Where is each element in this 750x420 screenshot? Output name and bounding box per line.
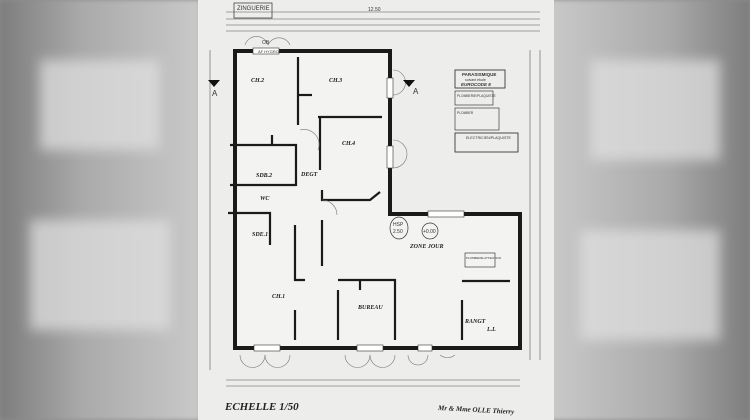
zinguerie-label: ZINGUERIE	[237, 6, 270, 12]
plomberie-label: PLOMBERIE/PLAQUISTE	[457, 94, 496, 98]
eurocode-label: EUROCODE 8	[461, 82, 491, 87]
room-degt: DEGT	[300, 172, 318, 178]
room-ch2: CH.2	[251, 78, 264, 84]
blurred-shape	[580, 230, 720, 340]
client-name: Mr & Mme OLLE Thierry	[437, 404, 515, 416]
parasismique-box	[454, 69, 506, 89]
scale-label: ECHELLE 1/50	[224, 401, 299, 413]
room-labels: CH.2 CH.3 CH.4 SDB.2 WC SDE.1 DEGT ZONE …	[251, 78, 496, 333]
exterior-walls	[233, 49, 522, 350]
electricien-label: ELECTRICIEN/PLAQUISTE	[466, 136, 512, 140]
room-sde1: SDE.1	[252, 232, 268, 238]
room-zone-jour: ZONE JOUR	[409, 244, 444, 250]
interior-walls	[228, 57, 510, 340]
room-ll: L.L	[486, 327, 496, 333]
plomber-label: PLOMBER	[457, 111, 474, 115]
hsp-value: 2.50	[393, 229, 403, 235]
room-rangt: RANGT	[464, 319, 486, 325]
room-ch3: CH.3	[329, 78, 342, 84]
level-value: +0.00	[423, 229, 436, 235]
plomber-box	[454, 107, 500, 131]
blurred-shape	[30, 220, 170, 330]
section-arrow-icon	[208, 80, 220, 87]
parasismique-label: PARASISMIQUE	[462, 72, 496, 77]
hsp-marker	[389, 216, 409, 240]
windows	[252, 47, 465, 352]
room-ch4: CH.4	[342, 141, 355, 147]
section-arrow-icon	[403, 80, 415, 87]
suivant-etude: suivant étude	[465, 78, 486, 82]
room-bureau: BUREAU	[357, 305, 383, 311]
blurred-shape	[590, 60, 720, 160]
room-ch1: CH.1	[272, 294, 285, 300]
room-sdb2: SDB.2	[256, 173, 272, 179]
zinguerie-box	[233, 2, 273, 19]
hygro-label: AF HYGRO	[258, 49, 279, 54]
blurred-shape	[40, 60, 160, 150]
hsp-label: HSP	[393, 222, 404, 228]
level-marker	[421, 222, 439, 240]
plomberie-box	[454, 90, 494, 106]
plomberie-attention-box	[464, 252, 496, 268]
electricien-box	[454, 132, 519, 153]
overall-width: 12.50	[368, 7, 381, 13]
plomberie-attention-label: PLOMBERIE ATTENTION	[466, 256, 501, 260]
section-label-right: A	[413, 87, 419, 96]
dimension-lines	[209, 11, 541, 387]
window-label: OB	[262, 40, 270, 46]
door-swings	[239, 36, 456, 368]
room-wc: WC	[260, 196, 270, 202]
section-label-left: A	[212, 89, 218, 98]
